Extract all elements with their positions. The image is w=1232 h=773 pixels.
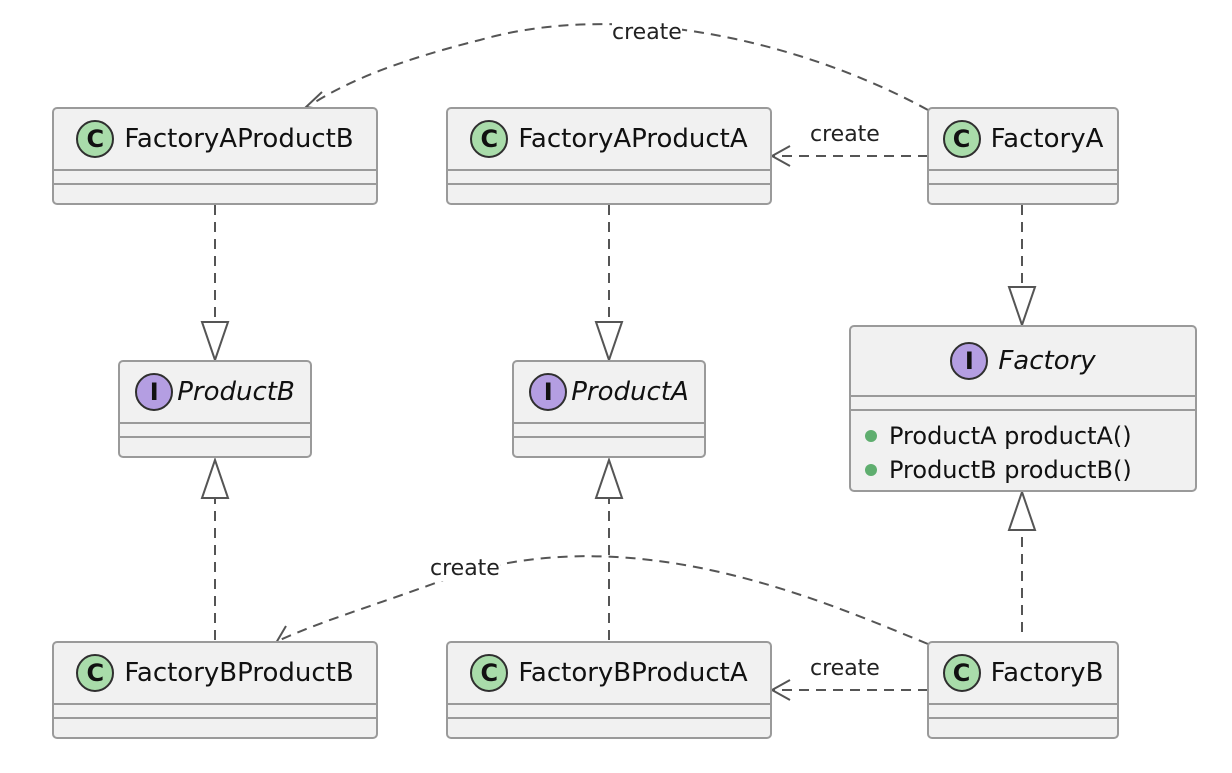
create-label: create <box>810 656 880 681</box>
create-label: create <box>810 122 880 147</box>
realization-arrowhead <box>1007 488 1037 531</box>
divider <box>929 703 1117 705</box>
class-name: FactoryAProductA <box>518 124 748 154</box>
divider <box>448 703 770 705</box>
divider <box>851 395 1195 397</box>
interface-product-b[interactable]: I ProductB <box>118 360 312 458</box>
class-name: FactoryAProductB <box>124 124 354 154</box>
class-stereotype-icon: C <box>76 120 115 158</box>
class-name: FactoryB <box>990 658 1104 688</box>
public-method-icon <box>865 430 877 442</box>
class-stereotype-icon: C <box>942 120 981 158</box>
fields-compartment <box>120 424 310 436</box>
interface-product-a[interactable]: I ProductA <box>512 360 706 458</box>
divider <box>448 183 770 185</box>
fields-compartment <box>54 705 376 717</box>
create-label: create <box>430 556 500 581</box>
fields-compartment <box>851 397 1195 409</box>
method-signature: ProductB productB() <box>889 456 1132 484</box>
dependency-factoryb-to-fbpb <box>279 555 929 645</box>
class-name: FactoryA <box>990 124 1104 154</box>
interface-name: ProductB <box>177 377 295 407</box>
class-factory-a-product-a[interactable]: C FactoryAProductA <box>446 107 772 205</box>
divider <box>514 436 704 438</box>
fields-compartment <box>929 705 1117 717</box>
divider <box>448 169 770 171</box>
methods-compartment: ProductA productA() ProductB productB() <box>851 411 1195 495</box>
divider <box>929 169 1117 171</box>
fields-compartment <box>54 171 376 183</box>
divider <box>851 409 1195 411</box>
realization-arrowhead <box>594 321 624 364</box>
interface-name: Factory <box>998 346 1096 376</box>
divider <box>929 183 1117 185</box>
fields-compartment <box>448 171 770 183</box>
fields-compartment <box>929 171 1117 183</box>
interface-name: ProductA <box>571 377 689 407</box>
class-stereotype-icon: C <box>470 654 509 692</box>
realization-arrowhead <box>594 456 624 499</box>
interface-factory[interactable]: I Factory ProductA productA() ProductB p… <box>849 325 1197 492</box>
class-stereotype-icon: C <box>76 654 115 692</box>
divider <box>929 717 1117 719</box>
divider <box>54 183 376 185</box>
interface-stereotype-icon: I <box>950 342 989 380</box>
realization-arrowhead <box>200 456 230 499</box>
method-row: ProductA productA() <box>865 419 1195 453</box>
fields-compartment <box>514 424 704 436</box>
class-factory-b-product-a[interactable]: C FactoryBProductA <box>446 641 772 739</box>
class-stereotype-icon: C <box>470 120 509 158</box>
interface-stereotype-icon: I <box>529 373 568 411</box>
class-stereotype-icon: C <box>942 654 981 692</box>
method-signature: ProductA productA() <box>889 422 1132 450</box>
divider <box>514 422 704 424</box>
interface-stereotype-icon: I <box>135 373 174 411</box>
dependency-arrowhead <box>769 679 791 701</box>
divider <box>120 422 310 424</box>
divider <box>54 717 376 719</box>
create-label: create <box>612 20 682 45</box>
class-factory-a-product-b[interactable]: C FactoryAProductB <box>52 107 378 205</box>
fields-compartment <box>448 705 770 717</box>
class-factory-a[interactable]: C FactoryA <box>927 107 1119 205</box>
divider <box>120 436 310 438</box>
method-row: ProductB productB() <box>865 453 1195 487</box>
realization-arrowhead <box>1007 286 1037 329</box>
divider <box>54 169 376 171</box>
dependency-arrowhead <box>769 145 791 167</box>
class-factory-b-product-b[interactable]: C FactoryBProductB <box>52 641 378 739</box>
divider <box>448 717 770 719</box>
class-name: FactoryBProductB <box>124 658 354 688</box>
realization-arrowhead <box>200 321 230 364</box>
dependency-factorya-to-fapb <box>311 23 929 111</box>
divider <box>54 703 376 705</box>
class-name: FactoryBProductA <box>518 658 748 688</box>
class-factory-b[interactable]: C FactoryB <box>927 641 1119 739</box>
public-method-icon <box>865 464 877 476</box>
